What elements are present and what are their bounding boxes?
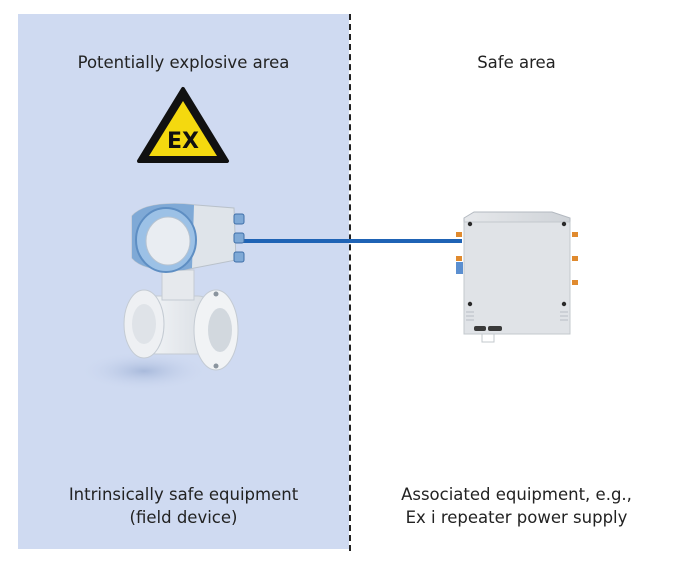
signal-cable (240, 239, 462, 243)
hazard-area-caption-line1: Intrinsically safe equipment (68, 485, 299, 504)
hazard-area-caption-line2: (field device) (129, 508, 238, 527)
zone-boundary-dashed-line (349, 14, 351, 551)
repeater-power-supply-device (456, 211, 578, 343)
safe-area-caption-line1: Associated equipment, e.g., (401, 485, 632, 504)
warning-sign-text: EX (167, 129, 199, 154)
hazard-area-title: Potentially explosive area (77, 53, 290, 72)
ex-warning-sign-icon: EX (137, 87, 229, 163)
safe-area-title: Safe area (477, 53, 556, 72)
flowmeter-device (84, 203, 245, 391)
safe-area-caption-line2: Ex i repeater power supply (405, 508, 628, 527)
